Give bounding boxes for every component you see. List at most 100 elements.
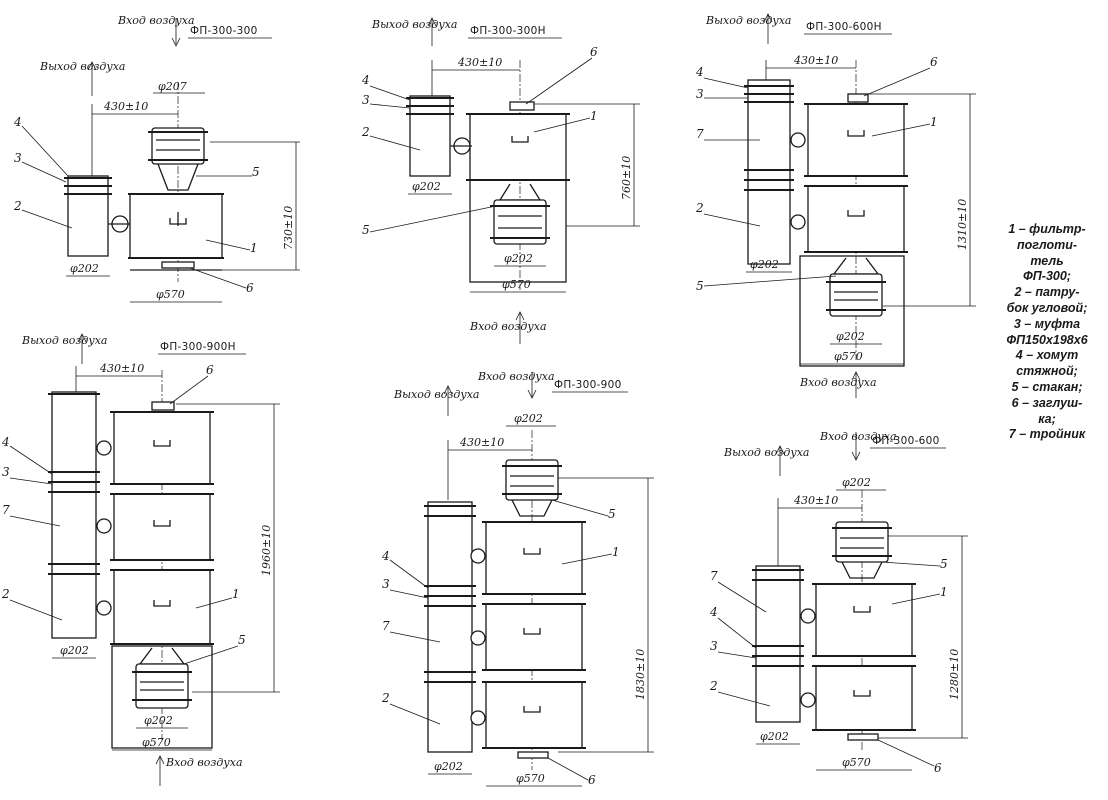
- dim-dia-top: φ202: [514, 412, 543, 425]
- dim-spacing: 430±10: [793, 494, 838, 507]
- legend-line: стяжной;: [1016, 364, 1078, 379]
- callout-6: 6: [590, 45, 598, 59]
- legend-line: 1 – фильтр-: [1008, 222, 1086, 236]
- dim-dia-body: φ570: [502, 278, 531, 291]
- legend-line: 3 – муфта: [1013, 316, 1081, 331]
- callout-3: 3: [14, 151, 22, 165]
- dim-height: 1280±10: [948, 649, 961, 700]
- callout-4: 4: [695, 65, 704, 79]
- dim-height: 1310±10: [956, 199, 969, 250]
- dim-dia-body: φ570: [142, 736, 171, 749]
- outlet-label-1: Выход воздуха: [39, 60, 125, 73]
- dim-dia-pipe: φ202: [434, 760, 463, 773]
- dim-spacing: 430±10: [99, 362, 144, 375]
- inlet-label-6: Вход воздуха: [819, 430, 897, 443]
- legend-line: тель: [1030, 253, 1064, 268]
- callout-5: 5: [362, 223, 370, 237]
- callout-5: 5: [940, 557, 948, 571]
- callout-6: 6: [934, 761, 942, 775]
- dim-height: 1960±10: [260, 525, 273, 576]
- dim-dia-top: φ207: [158, 80, 187, 93]
- callout-5: 5: [252, 165, 260, 179]
- dim-dia-body: φ570: [516, 772, 545, 785]
- legend-line: 4 – хомут: [1015, 348, 1079, 363]
- outlet-label-4: Выход воздуха: [21, 334, 107, 347]
- dim-spacing: 430±10: [793, 54, 838, 67]
- view-title: ФП-300-300Н: [470, 25, 546, 37]
- callout-3: 3: [362, 93, 370, 107]
- dim-dia-pipe: φ202: [70, 262, 99, 275]
- view-title: ФП-300-900Н: [160, 341, 236, 353]
- inlet-label-1: Вход воздуха: [117, 14, 195, 27]
- legend-line: ФП-300;: [1023, 269, 1071, 284]
- dim-dia-pipe: φ202: [760, 730, 789, 743]
- callout-2: 2: [1, 587, 10, 601]
- legend-line: бок угловой;: [1006, 300, 1088, 315]
- dim-dia-pipe: φ202: [750, 258, 779, 271]
- view-title: ФП-300-600Н: [806, 21, 882, 33]
- callout-4: 4: [1, 435, 10, 449]
- outlet-label-2: Выход воздуха: [371, 18, 457, 31]
- legend-line: 5 – стакан;: [1011, 379, 1083, 394]
- parts-legend: 1 – фильтр- поглоти- тель ФП-300; 2 – па…: [993, 222, 1101, 443]
- callout-5: 5: [608, 507, 616, 521]
- dim-height: 760±10: [620, 156, 633, 200]
- callout-3: 3: [696, 87, 704, 101]
- inlet-label-2: Вход воздуха: [469, 320, 547, 333]
- callout-2: 2: [695, 201, 704, 215]
- callout-4: 4: [361, 73, 370, 87]
- callout-1: 1: [590, 109, 598, 123]
- inlet-label-4: Вход воздуха: [165, 756, 243, 769]
- legend-line: поглоти-: [1016, 237, 1078, 252]
- callout-5: 5: [696, 279, 704, 293]
- dim-spacing: 430±10: [459, 436, 504, 449]
- callout-1: 1: [930, 115, 938, 129]
- outlet-label-6: Выход воздуха: [723, 446, 809, 459]
- dim-dia-stakan: φ202: [836, 330, 865, 343]
- view-fp300-600: Вход воздуха ФП-300-600 Выход воздуха φ2…: [709, 430, 968, 775]
- dim-dia-stakan: φ202: [144, 714, 173, 727]
- callout-7: 7: [2, 503, 10, 517]
- callout-2: 2: [361, 125, 370, 139]
- view-title: ФП-300-600: [872, 435, 940, 447]
- outlet-label-3: Выход воздуха: [705, 14, 791, 27]
- outlet-label-5: Выход воздуха: [393, 388, 479, 401]
- callout-7: 7: [696, 127, 704, 141]
- view-title: ФП-300-300: [190, 25, 258, 37]
- callout-6: 6: [206, 363, 214, 377]
- callout-4: 4: [13, 115, 22, 129]
- dim-dia-stakan: φ202: [504, 252, 533, 265]
- callout-6: 6: [588, 773, 596, 787]
- dim-dia-top: φ202: [842, 476, 871, 489]
- callout-1: 1: [232, 587, 240, 601]
- callout-3: 3: [2, 465, 10, 479]
- dim-dia-body: φ570: [156, 288, 185, 301]
- dim-spacing: 430±10: [103, 100, 148, 113]
- view-fp300-900n: Выход воздуха ФП-300-900Н 430±10: [1, 333, 280, 786]
- callout-2: 2: [709, 679, 718, 693]
- callout-2: 2: [13, 199, 22, 213]
- callout-4: 4: [709, 605, 718, 619]
- callout-4: 4: [381, 549, 390, 563]
- inlet-label-5: Вход воздуха: [477, 370, 555, 383]
- arrow-head: [171, 37, 181, 47]
- legend-line: 2 – патру-: [1014, 285, 1080, 300]
- callout-5: 5: [238, 633, 246, 647]
- view-fp300-300n: Выход воздуха ФП-300-300Н 430±10 760±10 …: [361, 17, 640, 344]
- dim-height: 1830±10: [634, 649, 647, 700]
- legend-line: 6 – заглуш-: [1011, 395, 1083, 410]
- view-fp300-300: Вход воздуха ФП-300-300 Выход воздуха φ2…: [13, 14, 300, 303]
- callout-3: 3: [382, 577, 390, 591]
- legend-line: ка;: [1038, 411, 1056, 426]
- dim-dia-pipe: φ202: [60, 644, 89, 657]
- inlet-label-3: Вход воздуха: [799, 376, 877, 389]
- dim-dia-body: φ570: [834, 350, 863, 363]
- callout-6: 6: [930, 55, 938, 69]
- legend-line: 7 – тройник: [1008, 427, 1086, 442]
- callout-1: 1: [612, 545, 620, 559]
- legend-line: ФП150х198х6: [1006, 332, 1088, 347]
- callout-3: 3: [710, 639, 718, 653]
- callout-1: 1: [940, 585, 948, 599]
- callout-6: 6: [246, 281, 254, 295]
- view-fp300-900: Вход воздуха ФП-300-900 Выход воздуха φ2…: [381, 370, 654, 787]
